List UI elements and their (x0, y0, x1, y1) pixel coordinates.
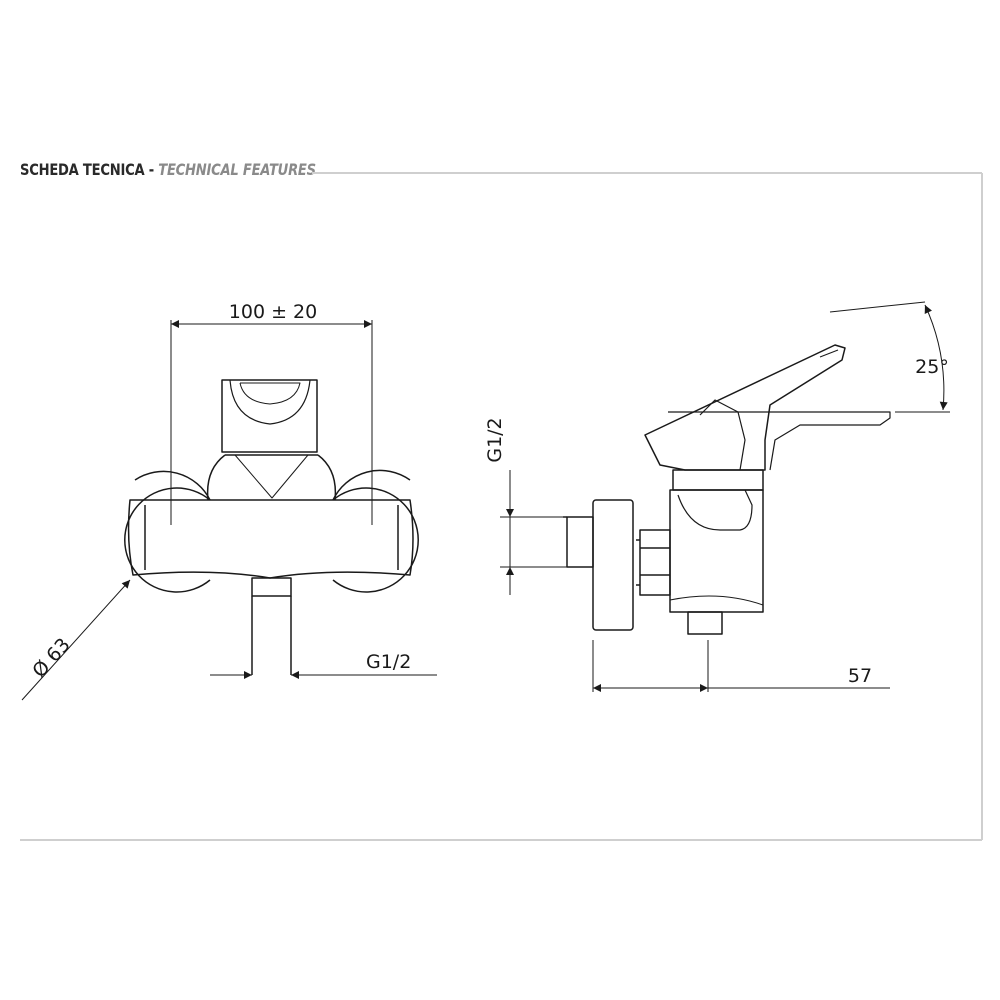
header-separator: - (144, 160, 159, 179)
side-outlet (687, 611, 723, 635)
header-title: SCHEDA TECNICA (20, 160, 145, 179)
outlet-dimension-label: G1/2 (366, 651, 411, 673)
side-view (563, 344, 891, 635)
inlet-pipe (566, 516, 594, 568)
side-lever (644, 344, 846, 471)
cartridge (672, 469, 764, 491)
side-flange (592, 499, 634, 631)
diameter-dimension-label: Ø 63 (28, 634, 75, 682)
angle-dimension-label: 25° (915, 356, 949, 378)
lever-front (221, 379, 318, 453)
inlet-dimension-label: G1/2 (484, 417, 506, 462)
left-flange (124, 487, 211, 593)
depth-dimension-label: 57 (848, 665, 872, 687)
outlet-nut (251, 577, 292, 597)
hex-nut (639, 529, 671, 596)
width-dimension-label: 100 ± 20 (229, 301, 317, 323)
header-subtitle: TECHNICAL FEATURES (158, 160, 316, 179)
right-flange (332, 487, 419, 593)
front-view (124, 379, 419, 675)
side-dimensions (500, 301, 950, 692)
lever-base (206, 454, 337, 501)
sheet-header: SCHEDA TECNICA - TECHNICAL FEATURES (20, 160, 316, 186)
front-dimensions (21, 320, 437, 701)
sheet-frame (20, 172, 983, 841)
